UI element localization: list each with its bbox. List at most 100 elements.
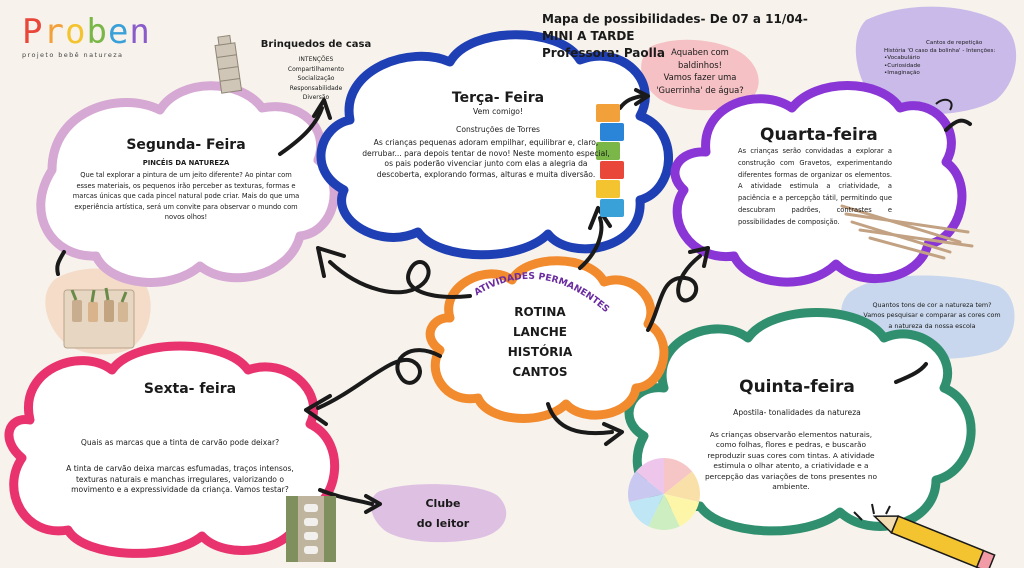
colors-question: Quantos tons de cor a natureza tem? Vamo… <box>856 300 1008 331</box>
colors-line: Quantos tons de cor a natureza tem? <box>872 301 992 309</box>
palette-slice <box>664 471 700 503</box>
arrow-to-wednesday-head <box>688 246 710 268</box>
arrow-to-friday <box>316 348 442 410</box>
songs-line: •Imaginação <box>884 70 920 77</box>
tuesday-title: Terça- Feira <box>451 90 545 106</box>
center-item: CANTOS <box>512 365 568 379</box>
songs-box: Cantos de repetição História 'O caso da … <box>884 40 1020 78</box>
toys-items: INTENÇÕES Compartilhamento Socialização … <box>248 55 384 103</box>
palette-slice <box>648 494 680 530</box>
palette-slice <box>628 494 664 527</box>
toys-item: Compartilhamento <box>287 65 345 73</box>
tower-block <box>596 104 620 122</box>
toys-item: Responsabilidade <box>289 84 343 92</box>
water-line: Aquaben com <box>671 47 729 57</box>
monday-subtitle: PINCÉIS DA NATUREZA <box>142 159 230 167</box>
center-item: LANCHE <box>512 325 568 339</box>
logo-letter: e <box>107 12 130 52</box>
header: Mapa de possibilidades- De 07 a 11/04- M… <box>542 11 842 62</box>
logo-word: Proben <box>22 14 151 50</box>
toys-item: INTENÇÕES <box>298 56 334 63</box>
tuesday-cloud <box>316 30 673 260</box>
palette-slice <box>627 471 664 503</box>
tower-block <box>600 199 624 217</box>
friday-cloud <box>4 341 340 558</box>
teacher-name: Professora: Paolla <box>542 46 665 60</box>
arrow-tuesday-water-head <box>634 88 650 106</box>
sticks-photo <box>840 204 974 260</box>
book-club-line: Clube <box>425 497 461 510</box>
tower-block <box>596 180 620 198</box>
arrow-to-thursday <box>546 402 614 436</box>
color-wheel-icon <box>627 458 700 530</box>
thursday-subtitle: Apostila- tonalidades da natureza <box>733 408 861 417</box>
thursday-body: As crianças observarão elementos naturai… <box>704 430 878 492</box>
logo-tagline: projeto bebê natureza <box>22 51 124 59</box>
water-line: 'Guerrinha' de água? <box>656 84 744 95</box>
monday-cloud <box>36 81 339 287</box>
friday-box: Sexta- feira <box>70 380 310 398</box>
page-title: Mapa de possibilidades- De 07 a 11/04- M… <box>542 12 808 43</box>
songs-line: •Curiosidade <box>884 62 921 69</box>
monday-body: Que tal explorar a pintura de um jeito d… <box>72 171 300 222</box>
arrow-monday-toys <box>278 106 324 156</box>
wednesday-body: As crianças serão convidadas a explorar … <box>738 147 892 226</box>
palette-slice <box>664 494 700 527</box>
tuesday-subtitle: Vem comigo! <box>473 107 523 116</box>
songs-line: Cantos de repetição <box>926 40 983 46</box>
arrow-fri-club-head <box>364 494 382 514</box>
logo-letter: P <box>22 12 44 52</box>
wednesday-title: Quarta-feira <box>760 125 878 145</box>
tuesday-body: As crianças pequenas adoram empilhar, eq… <box>362 138 610 179</box>
arrow-mon-left <box>55 250 66 276</box>
monday-title: Segunda- Feira <box>126 137 246 153</box>
arrow-thu-colors <box>894 362 928 384</box>
arrow-wed-songs <box>944 118 972 132</box>
palette-slice <box>635 458 664 494</box>
songs-blob <box>855 6 1017 115</box>
songs-line: •Vocabulário <box>884 55 920 62</box>
book-club: Clube do leitor <box>398 494 488 534</box>
water-line: baldinhos! <box>678 59 722 70</box>
tuesday-heading: Construções de Torres <box>456 125 540 134</box>
toys-title: Brinquedos de casa <box>260 39 372 50</box>
monday-box: Segunda- Feira PINCÉIS DA NATUREZA Que t… <box>70 136 302 223</box>
logo-letter: o <box>64 12 87 52</box>
arrow-curl-small <box>935 98 953 111</box>
tower-block <box>600 123 624 141</box>
pencil-icon <box>872 515 996 568</box>
wednesday-title-wrap: Quarta-feira <box>760 124 910 146</box>
arrow-fri-club <box>318 488 374 506</box>
charcoal-photo <box>286 496 336 562</box>
book-club-line: do leitor <box>416 517 470 530</box>
colors-line: a natureza da nossa escola <box>888 321 976 330</box>
connector-arrows <box>55 88 972 514</box>
tuesday-box: Terça- Feira Vem comigo! Construções de … <box>384 90 612 136</box>
logo-letter: b <box>86 12 108 52</box>
arrow-monday-toys-head <box>312 98 332 120</box>
brushes-photo <box>63 287 135 349</box>
center-item: HISTÓRIA <box>507 345 573 359</box>
friday-question: Quais as marcas que a tinta de carvão po… <box>80 438 280 447</box>
water-box: Aquaben com baldinhos! Vamos fazer uma '… <box>650 46 750 96</box>
logo-letter: r <box>43 12 65 52</box>
tower-blocks <box>596 104 624 217</box>
arrow-to-monday <box>328 260 472 299</box>
thursday-box: Quinta-feira Apostila- tonalidades da na… <box>690 376 904 418</box>
water-blob <box>641 39 759 111</box>
arrow-to-thursday-head <box>602 422 624 446</box>
leaning-tower-icon <box>214 34 243 94</box>
toys-box: Brinquedos de casa INTENÇÕES Compartilha… <box>248 38 384 103</box>
toys-item: Socialização <box>297 75 335 82</box>
logo-letter: n <box>129 12 151 52</box>
palette-slice <box>664 458 693 494</box>
pencil-sparks <box>853 503 891 521</box>
water-line: Vamos fazer uma <box>663 72 737 82</box>
songs-line: História 'O caso da bolinha' - Intenções… <box>884 47 996 54</box>
center-cloud <box>425 256 669 423</box>
center-item: ROTINA <box>514 305 566 319</box>
arrow-to-wednesday <box>646 254 702 332</box>
colors-line: Vamos pesquisar e comparar as cores com <box>863 311 1001 320</box>
friday-title: Sexta- feira <box>143 381 237 397</box>
